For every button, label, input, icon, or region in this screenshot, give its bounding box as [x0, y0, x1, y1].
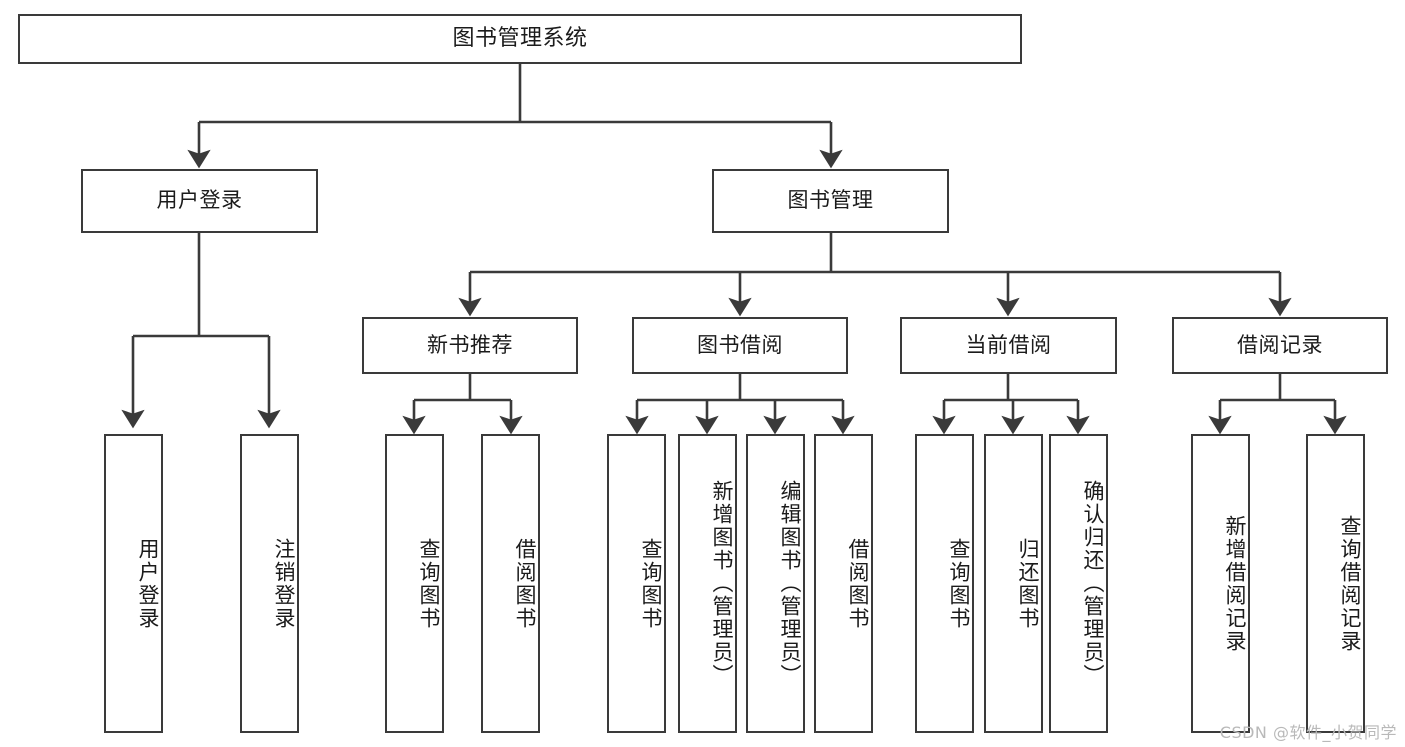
- leaf-borrow-query-book[interactable]: 查询图书: [607, 434, 666, 733]
- node-label: 借阅记录: [1237, 332, 1323, 357]
- node-label: 当前借阅: [965, 332, 1052, 357]
- csdn-watermark: CSDN @软件_小贺同学: [1219, 723, 1397, 742]
- node-book-management[interactable]: 图书管理: [712, 169, 949, 233]
- node-label: 图书借阅: [697, 332, 783, 357]
- node-current-borrow[interactable]: 当前借阅: [900, 317, 1117, 374]
- leaf-borrow-borrow-book[interactable]: 借阅图书: [814, 434, 873, 733]
- node-label: 归还图书: [1016, 537, 1040, 630]
- leaf-record-query-record[interactable]: 查询借阅记录: [1306, 434, 1365, 733]
- leaf-borrow-add-book-admin[interactable]: 新增图书（管理员）: [678, 434, 737, 733]
- node-book-borrow[interactable]: 图书借阅: [632, 317, 848, 374]
- leaf-user-login-logout[interactable]: 注销登录: [240, 434, 299, 733]
- node-label: 新增图书（管理员）: [710, 480, 734, 687]
- node-label: 用户登录: [156, 188, 243, 213]
- node-label: 新增借阅记录: [1223, 514, 1247, 653]
- node-label: 查询借阅记录: [1338, 514, 1362, 653]
- node-label: 借阅图书: [513, 537, 537, 630]
- node-label: 注销登录: [272, 537, 296, 630]
- node-label: 确认归还（管理员）: [1081, 480, 1105, 687]
- leaf-borrow-edit-book-admin[interactable]: 编辑图书（管理员）: [746, 434, 805, 733]
- node-label: 查询图书: [947, 537, 971, 630]
- node-borrow-record[interactable]: 借阅记录: [1172, 317, 1388, 374]
- node-label: 用户登录: [136, 537, 160, 630]
- node-label: 借阅图书: [846, 537, 870, 630]
- leaf-record-add-record[interactable]: 新增借阅记录: [1191, 434, 1250, 733]
- node-label: 图书管理系统: [452, 25, 588, 51]
- node-label: 编辑图书（管理员）: [778, 480, 802, 687]
- node-label: 查询图书: [639, 537, 663, 630]
- leaf-current-confirm-return-admin[interactable]: 确认归还（管理员）: [1049, 434, 1108, 733]
- node-label: 图书管理: [787, 188, 874, 213]
- node-new-book-recommend[interactable]: 新书推荐: [362, 317, 578, 374]
- leaf-new-book-borrow[interactable]: 借阅图书: [481, 434, 540, 733]
- node-label: 新书推荐: [427, 332, 513, 357]
- node-root-library-system[interactable]: 图书管理系统: [18, 14, 1022, 64]
- leaf-current-query-book[interactable]: 查询图书: [915, 434, 974, 733]
- leaf-new-book-query[interactable]: 查询图书: [385, 434, 444, 733]
- node-label: 查询图书: [417, 537, 441, 630]
- node-user-login[interactable]: 用户登录: [81, 169, 318, 233]
- leaf-user-login-login[interactable]: 用户登录: [104, 434, 163, 733]
- leaf-current-return-book[interactable]: 归还图书: [984, 434, 1043, 733]
